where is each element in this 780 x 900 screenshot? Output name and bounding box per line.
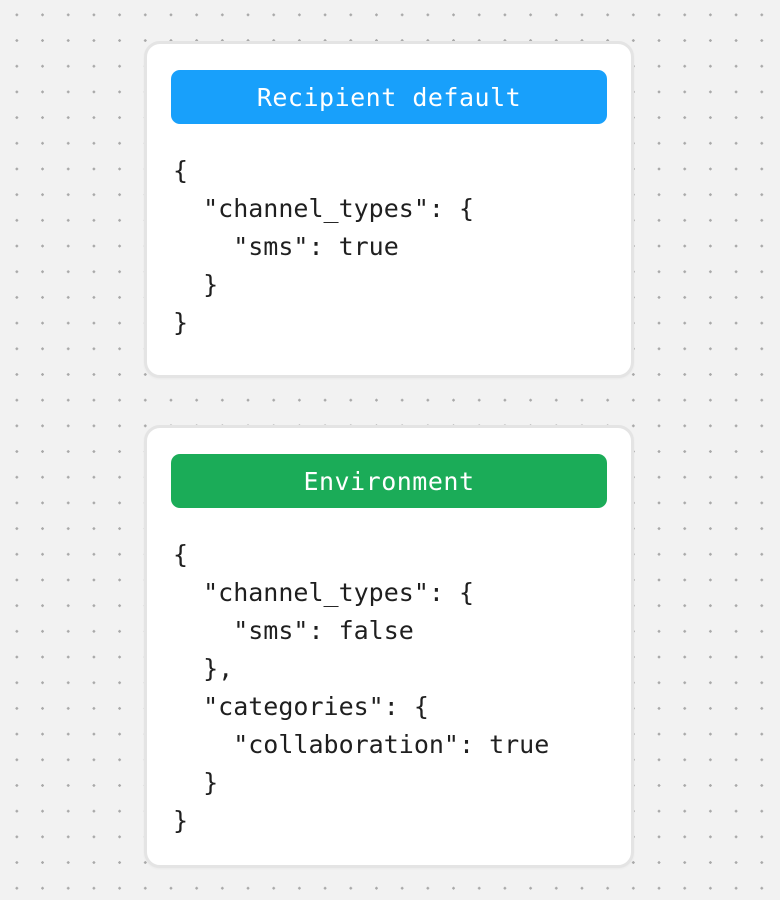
recipient-default-json-code: { "channel_types": { "sms": true } } xyxy=(173,156,475,337)
card-recipient-default: Recipient default { "channel_types": { "… xyxy=(144,41,634,378)
environment-json-code: { "channel_types": { "sms": false }, "ca… xyxy=(173,540,550,835)
recipient-default-badge: Recipient default xyxy=(171,70,607,124)
card-environment: Environment { "channel_types": { "sms": … xyxy=(144,425,634,868)
environment-badge: Environment xyxy=(171,454,607,508)
